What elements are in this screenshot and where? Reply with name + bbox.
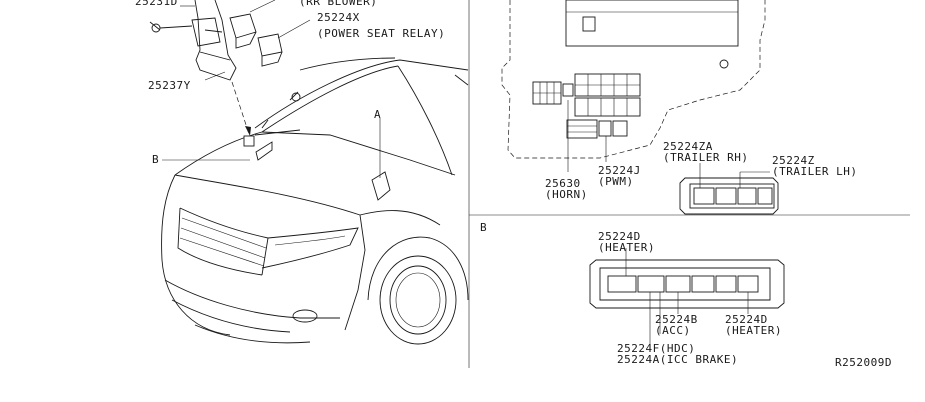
part-25231d-label: 25231D [135,0,178,8]
trailer-lh-label: (TRAILER LH) [772,165,857,178]
diagram-id: R252009D [835,356,892,369]
callout-a-label: A [374,108,381,121]
rr-blower-label: (RR BLOWER) [299,0,377,8]
icc-brake-label: 25224A(ICC BRAKE) [617,353,738,366]
part-25224z-label: 25224Z [772,154,815,167]
horn-label: (HORN) [545,188,588,201]
part-25224d-top-label: 25224D [598,230,641,243]
part-25224j-label: 25224J [598,164,641,177]
callout-b-label: B [152,153,159,166]
power-seat-relay-label: (POWER SEAT RELAY) [317,27,445,40]
section-b-label: B [480,221,487,234]
part-25237y-label: 25237Y [148,79,191,92]
part-25224d-right-label: 25224D [725,313,768,326]
part-25630-label: 25630 [545,177,581,190]
pwm-label: (PWM) [598,175,634,188]
part-25224b-label: 25224B [655,313,698,326]
part-25224x-label: 25224X [317,11,360,24]
vehicle-drawing [161,57,469,345]
heater-relay-connector [589,248,785,344]
relay-bracket-assembly [149,0,311,136]
acc-label: (ACC) [655,324,691,337]
trailer-rh-label: (TRAILER RH) [663,151,748,164]
hdc-label: 25224F(HDC) [617,342,695,355]
trailer-relay-connector [679,163,779,215]
heater-right-label: (HEATER) [725,324,782,337]
heater-top-label: (HEATER) [598,241,655,254]
relay-box-a [501,0,766,172]
part-25224za-label: 25224ZA [663,140,713,153]
